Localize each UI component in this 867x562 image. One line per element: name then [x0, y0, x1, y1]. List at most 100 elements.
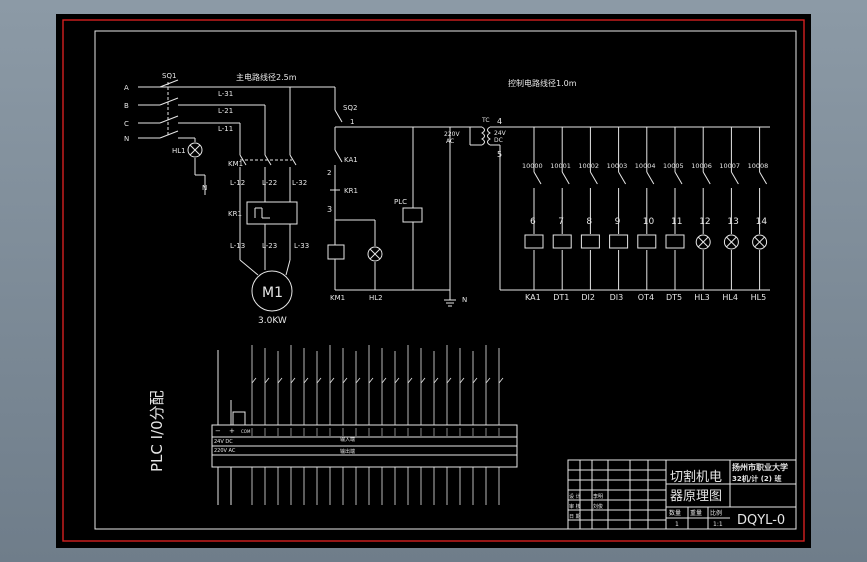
output-lamp-cross: [754, 236, 765, 248]
output-number: 10: [643, 217, 655, 227]
drawing-title-part1: 切割机电: [670, 469, 722, 485]
phase-b-label: B: [124, 102, 129, 110]
control-title: 控制电路线径1.0m: [508, 78, 577, 88]
v220-label: 220V: [444, 131, 460, 138]
phase-n-label: N: [124, 135, 129, 143]
km1-main-label: KM1: [228, 160, 243, 168]
l11-label: L-11: [218, 125, 233, 133]
l21-label: L-21: [218, 107, 233, 115]
terminal-4-label: 4: [497, 117, 502, 126]
output-contact: [533, 171, 542, 185]
control-circuit: [327, 87, 770, 307]
l31-label: L-31: [218, 90, 233, 98]
output-number: 7: [558, 217, 564, 227]
plc-io-heading: PLC I/0分配: [148, 390, 166, 472]
inner-frame: [94, 30, 797, 530]
output-lamp: [695, 234, 711, 250]
plc-output-branches: 100006KA1100017DT1100028DI2100039DI31000…: [522, 127, 768, 302]
io-input-switch: [433, 377, 439, 384]
date-label: 日 期: [569, 514, 581, 520]
ka1-contact-label: KA1: [344, 156, 358, 164]
output-label: OT4: [638, 293, 654, 302]
output-number: 11: [671, 217, 682, 227]
hl2-lamp: [367, 246, 383, 262]
output-label: HL5: [751, 293, 767, 302]
motor-power: 3.0KW: [258, 316, 287, 326]
main-circuit-labels: 主电路线径2.5m A B C N SQ1 L-31 L-21 L-11 HL1…: [124, 72, 309, 326]
output-contact: [618, 171, 627, 185]
drawing-sheet: [56, 14, 811, 548]
output-contact: [730, 171, 739, 185]
l13-label: L-13: [230, 242, 245, 250]
sq2-label: SQ2: [343, 104, 357, 112]
weight-label: 重量: [690, 509, 702, 517]
km1-coil-label: KM1: [330, 294, 345, 302]
output-number: 14: [756, 217, 768, 227]
output-address: 10008: [748, 162, 769, 170]
io-input-switch: [355, 377, 361, 384]
output-lamp: [723, 234, 739, 250]
plc-com-label: COM: [241, 429, 251, 434]
l32-label: L-32: [292, 179, 307, 187]
plc-io-labels: PLC I/0分配 24V DC 220V AC 输入端 输出端 − + COM: [148, 390, 355, 472]
designer-label: 设 计: [569, 493, 581, 500]
output-contact: [702, 171, 711, 185]
l33-label: L-33: [294, 242, 309, 250]
school-name: 扬州市职业大学: [732, 462, 788, 472]
output-coil: [524, 234, 544, 249]
io-input-switch: [472, 377, 478, 384]
motor-label: M1: [262, 285, 283, 301]
io-input-switch: [277, 377, 283, 384]
plc-dc-label: 24V DC: [214, 439, 233, 445]
output-contact: [759, 171, 768, 185]
io-input-switch: [316, 377, 322, 384]
v24-label: 24V: [494, 130, 507, 137]
node-3-label: 3: [327, 205, 332, 214]
output-number: 13: [727, 217, 738, 227]
class-name: 32机/计 (2) 班: [732, 474, 781, 483]
scale-value: 1:1: [713, 521, 723, 528]
outer-frame: [62, 19, 805, 542]
terminal-5-label: 5: [497, 150, 502, 159]
output-address: 10006: [691, 162, 712, 170]
n1-label: N: [202, 184, 207, 192]
output-lamp: [752, 234, 768, 250]
output-address: 10000: [522, 162, 543, 170]
plc-ac-label: 220V AC: [214, 448, 236, 454]
output-coil: [609, 234, 629, 249]
plc-io-block: [211, 411, 518, 468]
main-circuit: [138, 79, 335, 312]
output-address: 10002: [578, 162, 599, 170]
title-block: [567, 459, 797, 530]
output-address: 10007: [719, 162, 740, 170]
plc-input-group-label: 输入端: [340, 436, 355, 443]
drawing-title-line2: 器原理图: [670, 489, 722, 504]
output-contact: [674, 171, 683, 185]
output-coil: [580, 234, 600, 249]
ac-label: AC: [446, 138, 454, 145]
io-input-switch: [368, 377, 374, 384]
checker-label: 审 核: [569, 503, 581, 510]
plc-output-group-label: 输出端: [340, 448, 355, 455]
io-input-switch: [329, 377, 335, 384]
output-contact: [589, 171, 598, 185]
output-label: KA1: [525, 293, 541, 302]
output-number: 9: [615, 217, 621, 227]
ground-n-label: N: [462, 296, 467, 304]
sq1-label: SQ1: [162, 72, 176, 80]
output-number: 12: [699, 217, 710, 227]
plc-plus-label: +: [229, 427, 235, 435]
hl1-label: HL1: [172, 147, 186, 155]
node-1-label: 1: [350, 118, 354, 126]
control-circuit-labels: 控制电路线径1.0m SQ2 1 KA1 2 KR1 3 PLC KM1 HL2…: [327, 78, 577, 304]
output-coil: [552, 234, 572, 249]
output-address: 10003: [607, 162, 628, 170]
title-block-text: 切割机电 器原理图 扬州市职业大学 32机/计 (2) 班 数量 重量 比例 1…: [569, 462, 788, 528]
output-label: DI3: [610, 293, 624, 302]
drawing-title: 切割机电: [670, 469, 722, 485]
drawing-title-part2: 器原理图: [670, 489, 722, 504]
io-input-switch: [290, 377, 296, 384]
drawing-number: DQYL-0: [737, 513, 785, 528]
output-number: 6: [530, 217, 536, 227]
phase-c-label: C: [124, 120, 129, 128]
